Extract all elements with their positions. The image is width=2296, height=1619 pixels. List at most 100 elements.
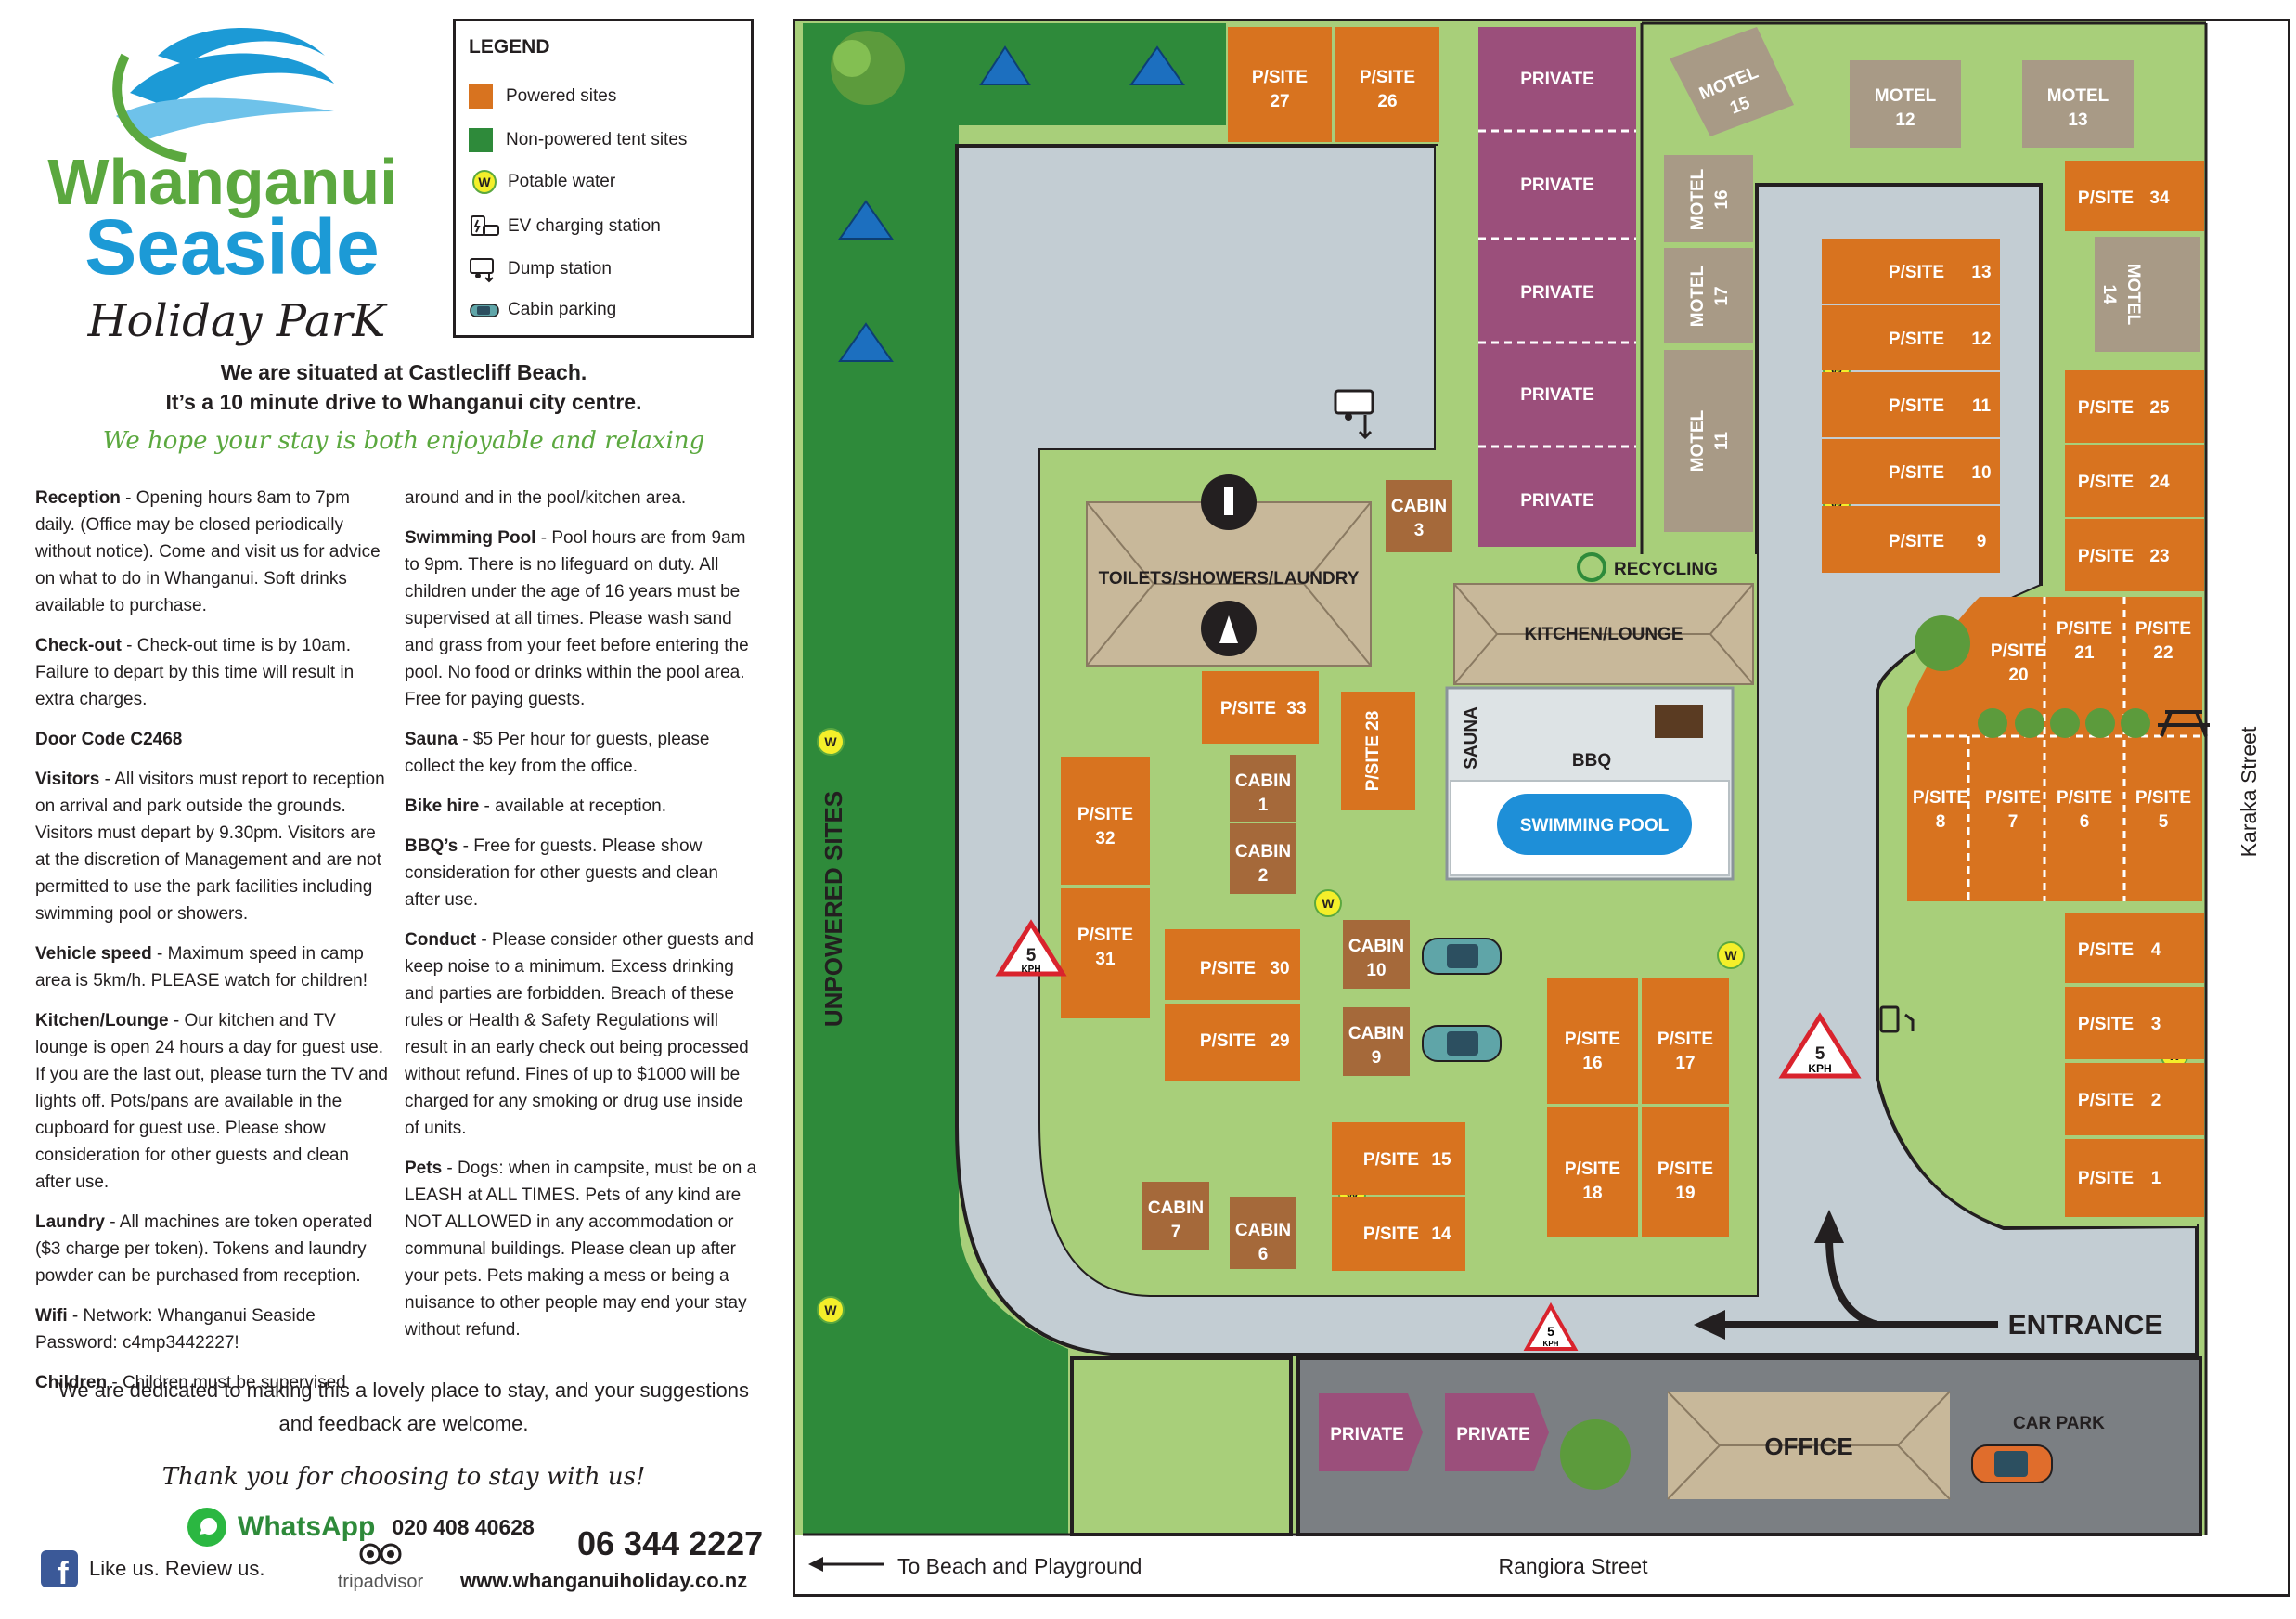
phone-number[interactable]: 06 344 2227: [577, 1524, 764, 1562]
unpowered-sites-area: [803, 23, 1226, 1535]
svg-text:26: 26: [1377, 92, 1397, 111]
tripadvisor-link[interactable]: tripadvisor: [325, 1541, 436, 1593]
svg-text:P/SITE: P/SITE: [1077, 805, 1133, 824]
svg-text:CABIN: CABIN: [1348, 937, 1404, 956]
svg-text:P/SITE: P/SITE: [2135, 788, 2191, 808]
private-4: PRIVATE: [1520, 385, 1594, 405]
info-kitchen: Kitchen/Lounge - Our kitchen and TV loun…: [35, 1011, 388, 1192]
svg-text:31: 31: [1095, 950, 1116, 969]
psite-28[interactable]: P/SITE 28: [1341, 692, 1415, 810]
svg-text:CABIN: CABIN: [1391, 497, 1447, 516]
info-pets: Pets - Dogs: when in campsite, must be o…: [405, 1159, 757, 1340]
info-conduct: Conduct - Please consider other guests a…: [405, 930, 754, 1138]
info-children: Children - Children must be supervised: [35, 1373, 346, 1392]
svg-text:10: 10: [1366, 961, 1386, 980]
svg-text:TOILETS/SHOWERS/LAUNDRY: TOILETS/SHOWERS/LAUNDRY: [1099, 569, 1360, 589]
powered-cluster: [1907, 597, 2202, 901]
svg-text:P/SITE: P/SITE: [1889, 463, 1944, 483]
info-bike-hire: Bike hire - available at reception.: [405, 797, 666, 816]
left-arrow-icon: [808, 1557, 884, 1572]
toilets-building: TOILETS/SHOWERS/LAUNDRY: [1086, 501, 1372, 667]
svg-text:P/SITE: P/SITE: [1565, 1030, 1620, 1049]
psite-16[interactable]: P/SITE 16: [1547, 978, 1638, 1104]
info-visitors: Visitors - All visitors must report to r…: [35, 770, 385, 924]
svg-text:P/SITE: P/SITE: [2078, 940, 2134, 960]
water-label: W: [824, 1302, 837, 1317]
svg-text:15: 15: [1431, 1150, 1451, 1170]
svg-text:33: 33: [1286, 699, 1306, 719]
whatsapp-contact[interactable]: WhatsApp 020 408 40628: [186, 1506, 535, 1548]
info-column-2: around and in the pool/kitchen area. Swi…: [405, 485, 757, 1356]
info-column-1: Reception - Opening hours 8am to 7pm dai…: [35, 485, 388, 1409]
car-icon: [1422, 938, 1502, 975]
rangiora-street-label: Rangiora Street: [1498, 1554, 1648, 1578]
logo-holiday-park: Holiday ParK: [87, 295, 389, 347]
logo-wave-icon: [112, 28, 334, 162]
website-link[interactable]: www.whanganuiholiday.co.nz: [460, 1569, 748, 1592]
facebook-link[interactable]: f Like us. Review us.: [41, 1550, 265, 1587]
svg-text:P/SITE: P/SITE: [2078, 188, 2134, 208]
office-building[interactable]: OFFICE: [1667, 1391, 1951, 1500]
svg-text:KPH: KPH: [1808, 1062, 1831, 1075]
svg-text:6: 6: [2080, 812, 2090, 832]
sauna-label: SAUNA: [1462, 706, 1481, 770]
private-2: PRIVATE: [1520, 175, 1594, 195]
private-3: PRIVATE: [1520, 283, 1594, 303]
svg-text:f: f: [58, 1556, 69, 1587]
svg-text:16: 16: [1582, 1054, 1602, 1073]
car-icon: [469, 296, 500, 324]
swimming-pool-label: SWIMMING POOL: [1520, 816, 1670, 835]
tagline: We hope your stay is both enjoyable and …: [102, 427, 705, 455]
ev-charging-icon: [1879, 1005, 1915, 1033]
dump-station-icon: [469, 255, 500, 283]
cabin-10[interactable]: CABIN 10: [1343, 920, 1410, 989]
info-bbq: BBQ’s - Free for guests. Please show con…: [405, 836, 718, 910]
